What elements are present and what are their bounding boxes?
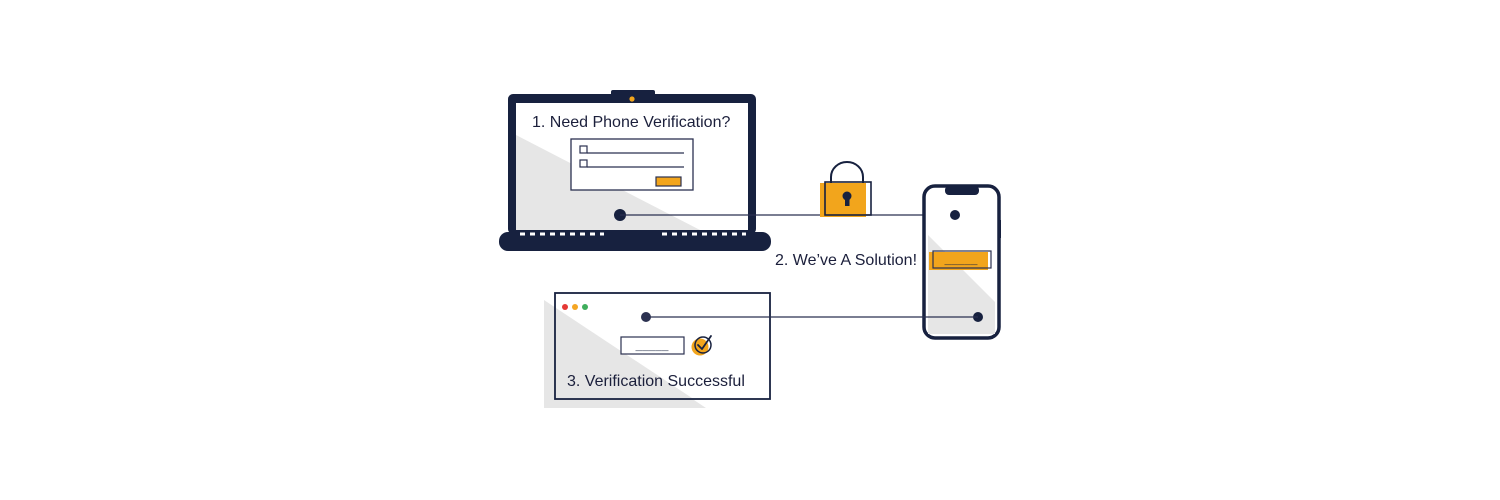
step-3-label: 3. Verification Successful [567, 373, 745, 390]
laptop-base [499, 232, 771, 251]
form-checkbox-2[interactable] [579, 159, 588, 168]
browser-code-field[interactable]: _____ [620, 336, 685, 355]
phone-notch [945, 186, 979, 195]
window-maximize-dot[interactable] [582, 304, 588, 310]
login-form [570, 138, 694, 191]
window-minimize-dot[interactable] [572, 304, 578, 310]
padlock-icon [820, 161, 872, 217]
form-submit-button[interactable] [655, 176, 682, 187]
phone: _____ [922, 184, 1001, 340]
form-checkbox-1[interactable] [579, 145, 588, 154]
step-1-label: 1. Need Phone Verification? [532, 114, 730, 131]
phone-code-field[interactable]: _____ [929, 250, 992, 270]
camera-dot [629, 96, 635, 102]
step-2-label: 2. We’ve A Solution! [775, 252, 917, 269]
phone-connector-dot-top [950, 210, 960, 220]
browser-window: _____ 3. Verification Successful [544, 292, 771, 408]
checkmark-circle-icon [691, 335, 712, 356]
window-close-dot[interactable] [562, 304, 568, 310]
browser-code-placeholder: _____ [634, 342, 668, 354]
laptop: 1. Need Phone Verification? [499, 90, 771, 251]
phone-code-placeholder: _____ [943, 256, 977, 268]
